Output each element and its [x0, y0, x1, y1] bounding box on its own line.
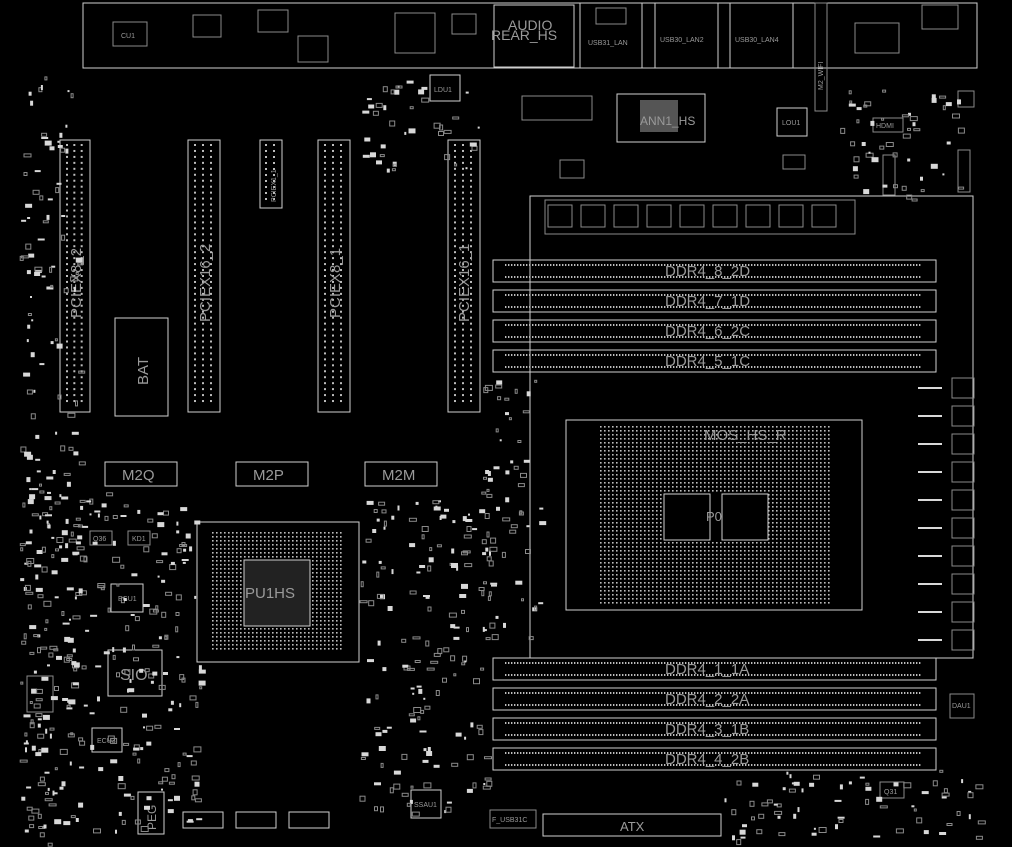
ssau1-chip: [410, 789, 442, 819]
atx-connector: [542, 813, 722, 837]
m2q-label: M2Q: [122, 467, 155, 484]
battery: [114, 317, 169, 417]
bat-label: BAT: [135, 357, 152, 385]
chipset-area: PU1HS: [196, 521, 360, 663]
rear-io-area: CU1 AUDIO REAR_HS USB31_LAN USB30_LAN2 U…: [82, 2, 978, 112]
ecu1-label: ECU1: [118, 596, 137, 603]
pciex16-2-slot: [187, 139, 221, 413]
ecu3-chip: [91, 727, 123, 753]
pciex16-2-label: PCIEX16_2: [197, 244, 214, 322]
ddr4-2-2a-slot: [492, 687, 937, 711]
cu1-chip: [112, 21, 148, 47]
hdmi-label: HDMI: [876, 123, 894, 130]
m2-wifi-slot: [814, 2, 828, 112]
pcie-slots: PCIEX8_2 PCIEX16_2 PCIEX1_1 PCIEX8_1 PCI…: [59, 139, 481, 413]
ddr4-7-1d-label: DDR4_7_1D: [665, 293, 750, 310]
peg-label: PEG: [145, 805, 159, 830]
ddr4-8-2d-label: DDR4_8_2D: [665, 263, 750, 280]
ddr4-4-2b-label: DDR4_4_2B: [665, 751, 749, 768]
usb31-lan-label: USB31_LAN: [588, 40, 628, 47]
m2p-connector: [235, 461, 309, 487]
q36-label: Q36: [93, 536, 106, 543]
atx-label: ATX: [620, 819, 645, 834]
m2m-label: M2M: [382, 467, 415, 484]
usb31-lan-port: [579, 2, 643, 69]
usb30-lan2-port: [654, 2, 719, 69]
p0-label: P0: [706, 509, 722, 524]
pciex8-1-slot: [317, 139, 351, 413]
rear-hs-label: REAR_HS: [491, 27, 557, 43]
usb30-lan4-port: [729, 2, 794, 69]
ddr4-1-1a-label: DDR4_1_1A: [665, 661, 749, 678]
pciex8-2-label: PCIEX8_2: [68, 248, 85, 318]
cpu-socket: [565, 419, 863, 611]
sio-label: SIO: [120, 667, 148, 684]
ddr4-2-2a-label: DDR4_2_2A: [665, 691, 749, 708]
audio-label: AUDIO: [508, 17, 552, 33]
ldu1-label: LDU1: [434, 87, 452, 94]
ddr4-8-2d-slot: [492, 259, 937, 283]
audio-jack: [493, 4, 575, 68]
ann1-hs-heatsink: [616, 93, 706, 143]
usb30-lan2-label: USB30_LAN2: [660, 37, 704, 44]
ddr4-7-1d-slot: [492, 289, 937, 313]
ddr4-3-1b-slot: [492, 717, 937, 741]
ecu3-label: ECU3: [97, 738, 116, 745]
dau1-label: DAU1: [952, 703, 971, 710]
cu1-label: CU1: [121, 33, 135, 40]
lou1-chip: [776, 107, 808, 137]
ssau1-label: SSAU1: [414, 802, 437, 809]
pu1-hs-label: PU1HS: [245, 585, 295, 602]
ddr4-1-1a-slot: [492, 657, 937, 681]
f-usb31c-label: F_USB31C: [492, 817, 527, 824]
peg-connector: [137, 791, 165, 835]
ecu1-chip: [110, 583, 144, 613]
pciex1-1-slot: [259, 139, 283, 209]
kd1-label: KD1: [132, 536, 146, 543]
ddr4-4-2b-slot: [492, 747, 937, 771]
bottom-headers: PEG SSAU1 F_USB31C ATX Q31: [137, 781, 905, 837]
m2-wifi-label: M2_WIFI: [818, 62, 825, 90]
mos-hs-r-label: MOS_HS_R: [704, 427, 787, 444]
m2p-label: M2P: [253, 467, 284, 484]
pciex16-1-slot: [447, 139, 481, 413]
ddr4-5-1c-slot: [492, 349, 937, 373]
dau1-chip: [949, 693, 975, 719]
cpu-area: DDR4_8_2D DDR4_7_1D DDR4_6_2C DDR4_5_1C …: [492, 195, 975, 659]
ann1-hs-label: ANN1_HS: [640, 114, 695, 128]
ddr4-5-1c-label: DDR4_5_1C: [665, 353, 750, 370]
ddr4-3-1b-label: DDR4_3_1B: [665, 721, 749, 738]
ddr4-6-2c-slot: [492, 319, 937, 343]
io-chips: LDU1 ANN1_HS LOU1 HDMI: [429, 74, 975, 196]
m2-connectors: M2Q M2P M2M: [104, 461, 438, 487]
lou1-label: LOU1: [782, 120, 800, 127]
q31-label: Q31: [884, 789, 897, 796]
small-components: [19, 76, 986, 847]
m2m-connector: [364, 461, 438, 487]
pciex16-1-label: PCIEX16_1: [456, 244, 473, 322]
bottom-dimms: DDR4_1_1A DDR4_2_2A DDR4_3_1B DDR4_4_2B …: [492, 657, 975, 771]
usb30-lan4-label: USB30_LAN4: [735, 37, 779, 44]
f-usb31c-connector: [489, 809, 537, 829]
pciex8-1-label: PCIEX8_1: [327, 248, 344, 318]
m2q-connector: [104, 461, 178, 487]
pciex8-2-slot: [59, 139, 91, 413]
ldu1-chip: [429, 74, 461, 102]
ddr4-6-2c-label: DDR4_6_2C: [665, 323, 750, 340]
pciex1-1-label: PCIEX1_1: [271, 169, 278, 202]
